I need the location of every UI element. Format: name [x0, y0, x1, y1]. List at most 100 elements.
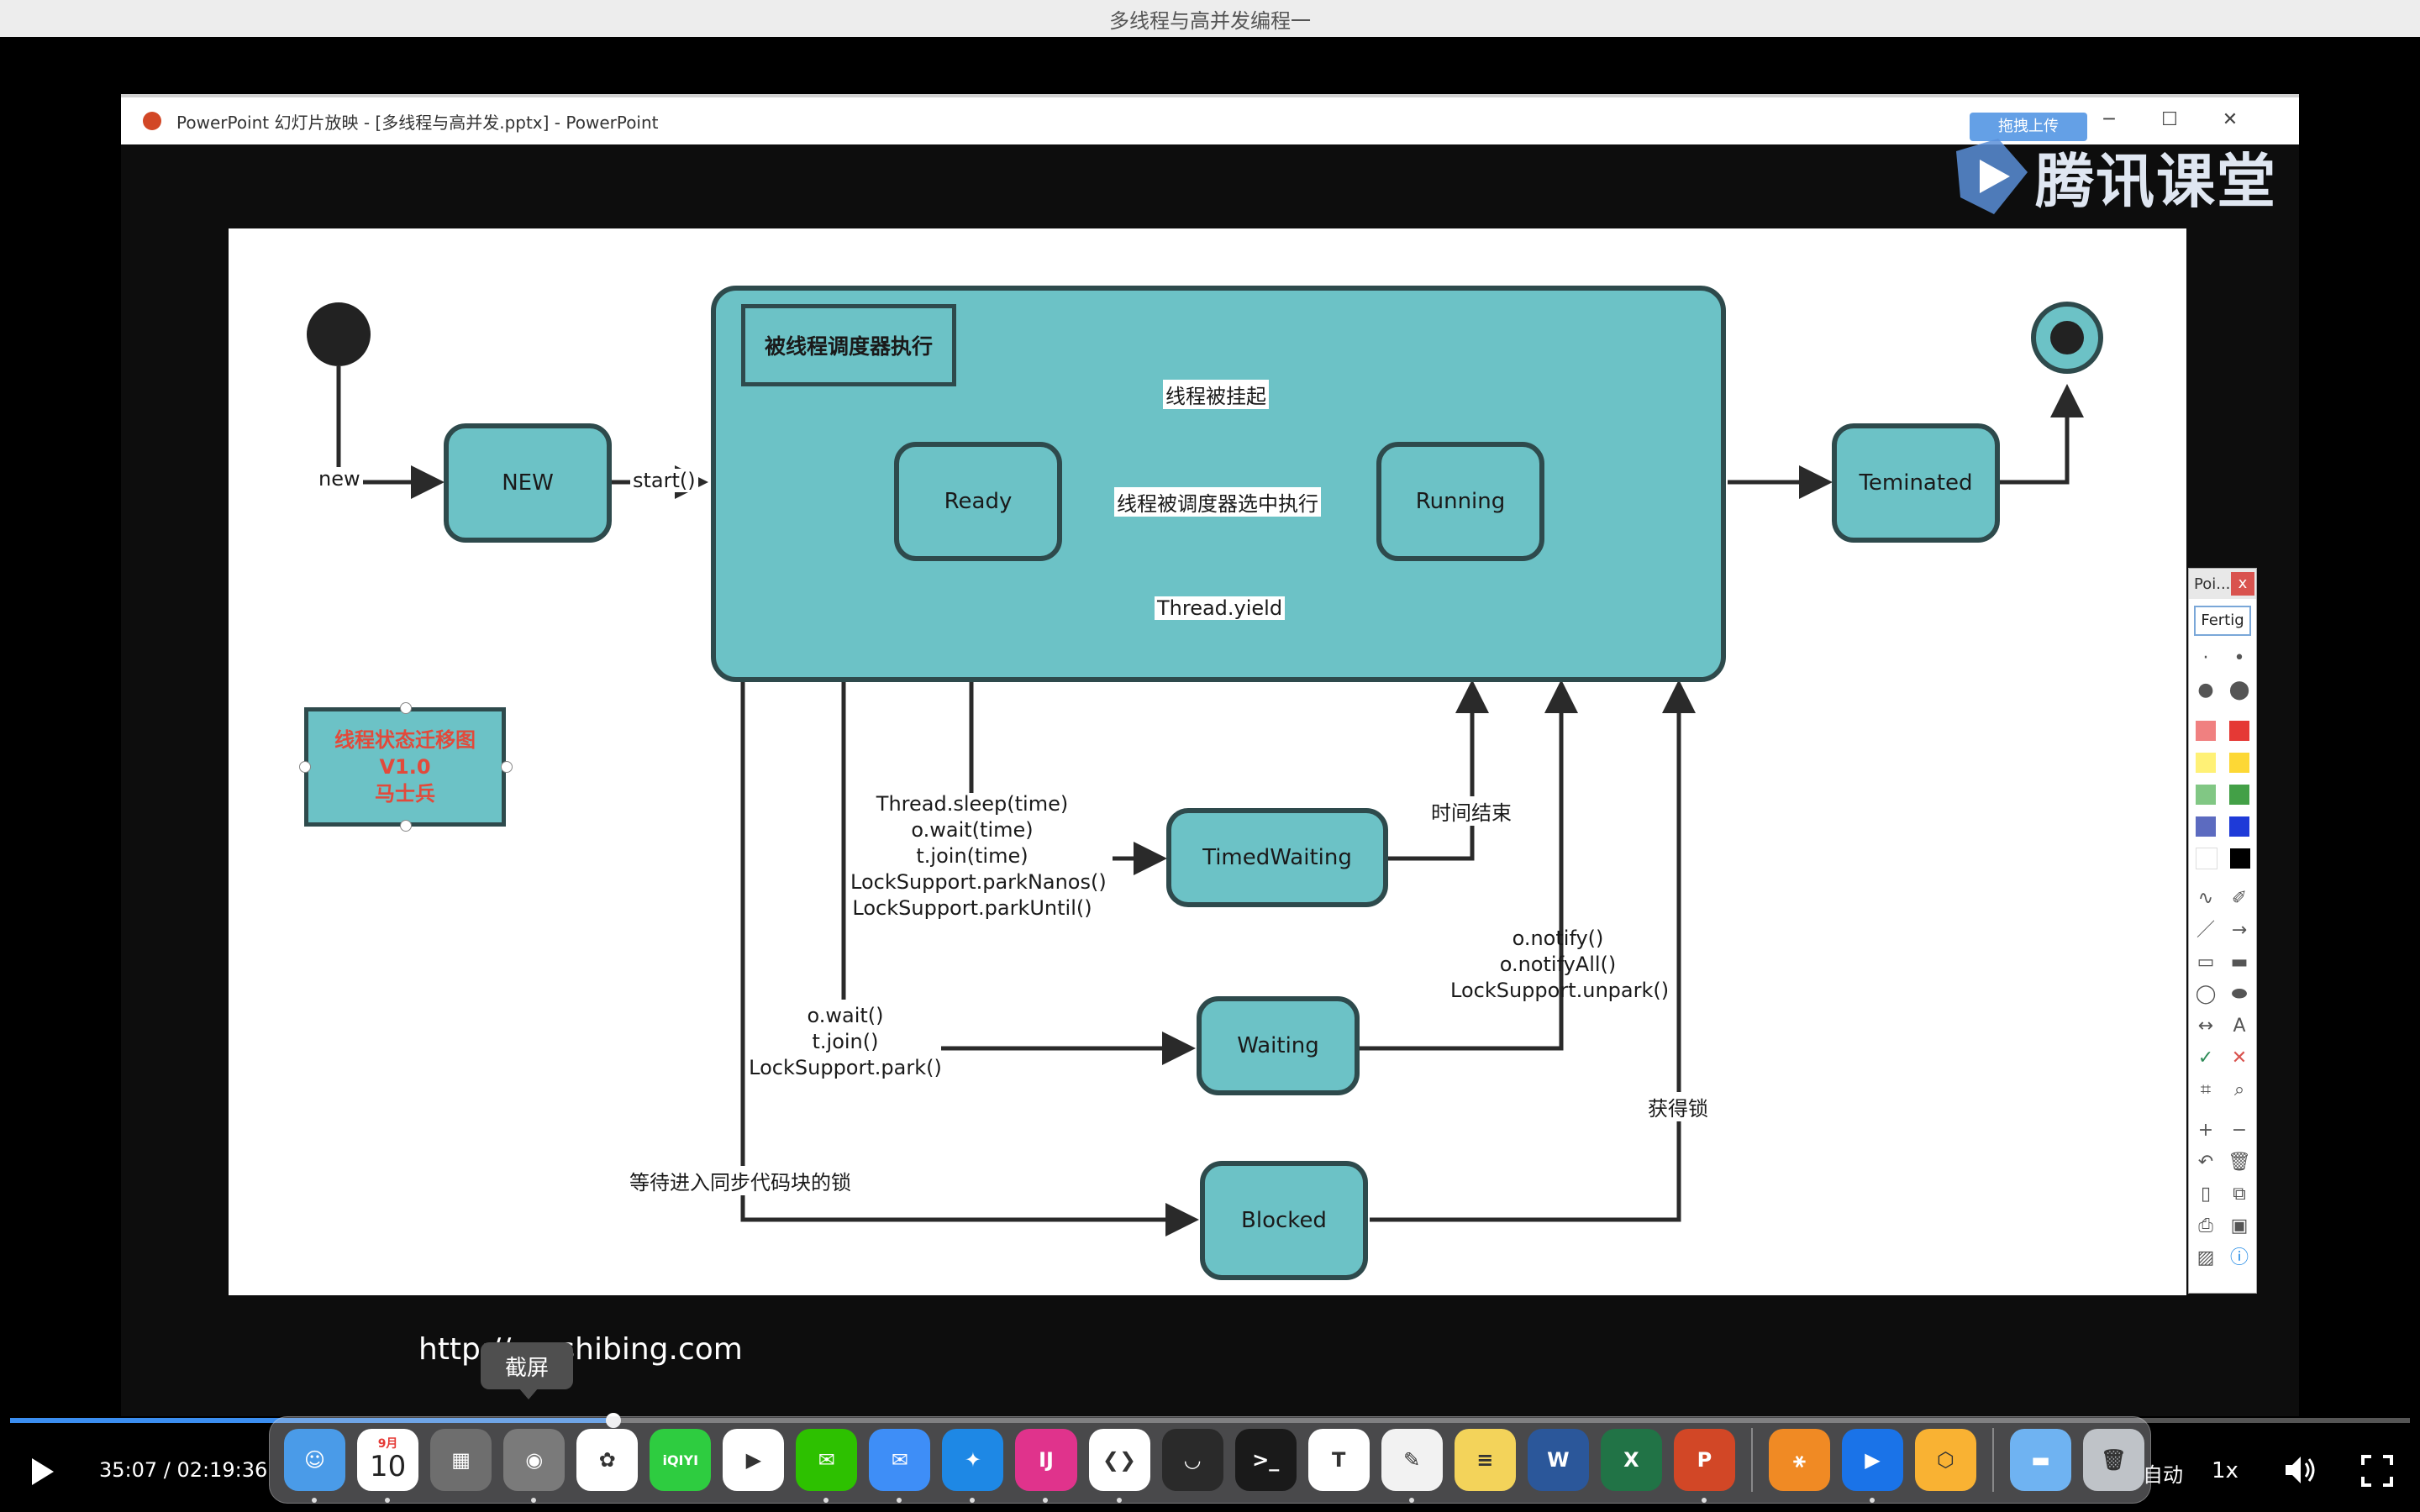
check-icon[interactable]: ✓ — [2197, 1047, 2214, 1068]
dot-xlarge-icon[interactable]: ⬤ — [2228, 680, 2250, 701]
cloud-upload-button[interactable]: 拖拽上传 — [1970, 113, 2087, 141]
dock-app-intellij[interactable]: IJ — [1015, 1429, 1077, 1503]
tencent-classroom-watermark: 腾讯课堂 — [1948, 126, 2343, 227]
copy-icon[interactable]: ⧉ — [2233, 1184, 2246, 1205]
minus-icon[interactable]: − — [2231, 1120, 2248, 1141]
excel-icon: X — [1623, 1448, 1639, 1472]
color-swatch[interactable] — [2229, 785, 2249, 805]
intellij-icon: IJ — [1039, 1448, 1054, 1472]
autoplay-toggle[interactable]: 自动 — [2143, 1463, 2183, 1487]
screenshot-icon: ◉ — [525, 1448, 544, 1472]
trash-icon: 🗑 — [2101, 1448, 2127, 1472]
app-window-title: 多线程与高并发编程一 — [0, 0, 2420, 37]
dock-app-stickies[interactable]: ≡ — [1454, 1429, 1516, 1491]
dot-large-icon[interactable]: ● — [2197, 680, 2214, 701]
cross-icon[interactable]: ✕ — [2231, 1047, 2248, 1068]
dock-app-iqiyi[interactable]: iQIYI — [650, 1429, 712, 1491]
dock-app-wechat[interactable]: ✉ — [796, 1429, 858, 1503]
slide: 被线程调度器执行 NEW Ready Running Teminated Tim… — [229, 228, 2186, 1295]
dot-medium-icon[interactable]: • — [2233, 648, 2245, 669]
dock-app-powerpoint[interactable]: P — [1673, 1429, 1735, 1503]
color-swatch[interactable] — [2229, 753, 2249, 773]
finder-icon: ☺ — [304, 1448, 326, 1472]
dock-app-vscode[interactable]: ❮❯ — [1088, 1429, 1150, 1503]
playback-speed[interactable]: 1x — [2212, 1458, 2238, 1483]
double-arrow-icon[interactable]: ↔ — [2197, 1016, 2214, 1037]
dock-app-xmind[interactable]: ⚹ — [1768, 1429, 1830, 1491]
dock-app-typora[interactable]: T — [1307, 1429, 1370, 1491]
color-swatch[interactable] — [2196, 816, 2216, 837]
diagram-info-box[interactable]: 线程状态迁移图 V1.0 马士兵 — [304, 707, 506, 827]
typora-icon: T — [1331, 1448, 1346, 1472]
color-swatch[interactable] — [2229, 721, 2249, 741]
rectangle-icon[interactable]: ▭ — [2196, 952, 2215, 973]
dock-app-downloads-folder[interactable]: ▬ — [2010, 1429, 2072, 1491]
progress-knob[interactable] — [606, 1413, 622, 1428]
freehand-pen-icon[interactable]: ∿ — [2197, 888, 2214, 909]
info-icon[interactable]: ⓘ — [2229, 1247, 2249, 1268]
save-icon[interactable]: ▣ — [2230, 1215, 2249, 1236]
resize-handle[interactable] — [299, 761, 311, 773]
running-indicator — [970, 1498, 976, 1503]
word-icon: W — [1547, 1448, 1570, 1472]
volume-icon[interactable] — [2282, 1452, 2319, 1488]
color-swatch[interactable] — [2229, 848, 2250, 869]
color-swatch[interactable] — [2195, 848, 2217, 869]
trash-icon[interactable]: 🗑 — [2228, 1152, 2251, 1173]
text-icon[interactable]: A — [2233, 1016, 2246, 1037]
fullscreen-icon[interactable] — [2361, 1455, 2393, 1487]
palette-done-button[interactable]: Fertig — [2194, 606, 2251, 636]
dock-app-safari[interactable]: ✦ — [942, 1429, 1004, 1503]
dock-app-trash[interactable]: 🗑 — [2083, 1429, 2145, 1491]
resize-handle[interactable] — [400, 820, 412, 832]
zoom-icon[interactable]: ⌕ — [2233, 1079, 2245, 1100]
color-swatch[interactable] — [2229, 816, 2249, 837]
filled-ellipse-icon[interactable]: ⬬ — [2231, 984, 2248, 1005]
dock-app-youku[interactable]: ▶ — [723, 1429, 785, 1491]
tooltip-arrow — [518, 1388, 539, 1399]
progress-track[interactable] — [10, 1418, 2410, 1423]
dock-app-mail[interactable]: ✉ — [869, 1429, 931, 1503]
dock-app-tencent-classroom[interactable]: ▶ — [1841, 1429, 1903, 1503]
dock-app-word[interactable]: W — [1527, 1429, 1589, 1491]
dock-app-arc[interactable]: ◡ — [1161, 1429, 1223, 1491]
vscode-icon: ❮❯ — [1102, 1448, 1137, 1472]
ellipse-icon[interactable]: ◯ — [2195, 984, 2217, 1005]
dock-app-calculator[interactable]: ▦ — [430, 1429, 492, 1491]
dock-app-excel[interactable]: X — [1600, 1429, 1662, 1491]
close-button[interactable]: ✕ — [2222, 109, 2238, 130]
color-swatch[interactable] — [2196, 753, 2216, 773]
dock-app-terminal[interactable]: >_ — [1234, 1429, 1297, 1491]
powerpoint-title: PowerPoint 幻灯片放映 - [多线程与高并发.pptx] - Powe… — [176, 112, 659, 133]
dock-app-app-hex[interactable]: ⬡ — [1915, 1429, 1977, 1491]
dock-app-baidu-netdisk[interactable]: ✿ — [576, 1429, 639, 1491]
running-indicator — [1116, 1498, 1122, 1503]
new-page-icon[interactable]: ▯ — [2200, 1184, 2212, 1205]
resize-handle[interactable] — [400, 702, 412, 714]
minimize-button[interactable]: ─ — [2103, 109, 2115, 130]
line-icon[interactable]: ／ — [2196, 920, 2215, 941]
dot-small-icon[interactable]: · — [2202, 648, 2209, 669]
color-swatch[interactable] — [2196, 785, 2216, 805]
dock-app-textedit[interactable]: ✎ — [1381, 1429, 1443, 1503]
dock-app-finder[interactable]: ☺ — [284, 1429, 346, 1503]
print-icon[interactable]: ⎙ — [2198, 1215, 2213, 1236]
resize-handle[interactable] — [501, 761, 513, 773]
color-swatch[interactable] — [2196, 721, 2216, 741]
eraser-icon[interactable]: ✐ — [2231, 888, 2248, 909]
plus-icon[interactable]: + — [2197, 1120, 2214, 1141]
maximize-button[interactable]: ☐ — [2161, 109, 2178, 130]
arrow-icon[interactable]: → — [2231, 920, 2248, 941]
undo-icon[interactable]: ↶ — [2197, 1152, 2214, 1173]
play-icon[interactable] — [25, 1455, 59, 1488]
state-new: NEW — [444, 423, 612, 543]
watermark-text: 腾讯课堂 — [2035, 146, 2277, 216]
dock-app-screenshot[interactable]: ◉ — [503, 1429, 566, 1503]
image-icon[interactable]: ▨ — [2196, 1247, 2215, 1268]
crop-icon[interactable]: ⌗ — [2200, 1079, 2212, 1100]
filled-rectangle-icon[interactable]: ▬ — [2230, 952, 2249, 973]
palette-close-button[interactable]: x — [2231, 572, 2254, 596]
baidu-netdisk-icon: ✿ — [598, 1448, 616, 1472]
scheduler-label: 被线程调度器执行 — [741, 304, 956, 386]
